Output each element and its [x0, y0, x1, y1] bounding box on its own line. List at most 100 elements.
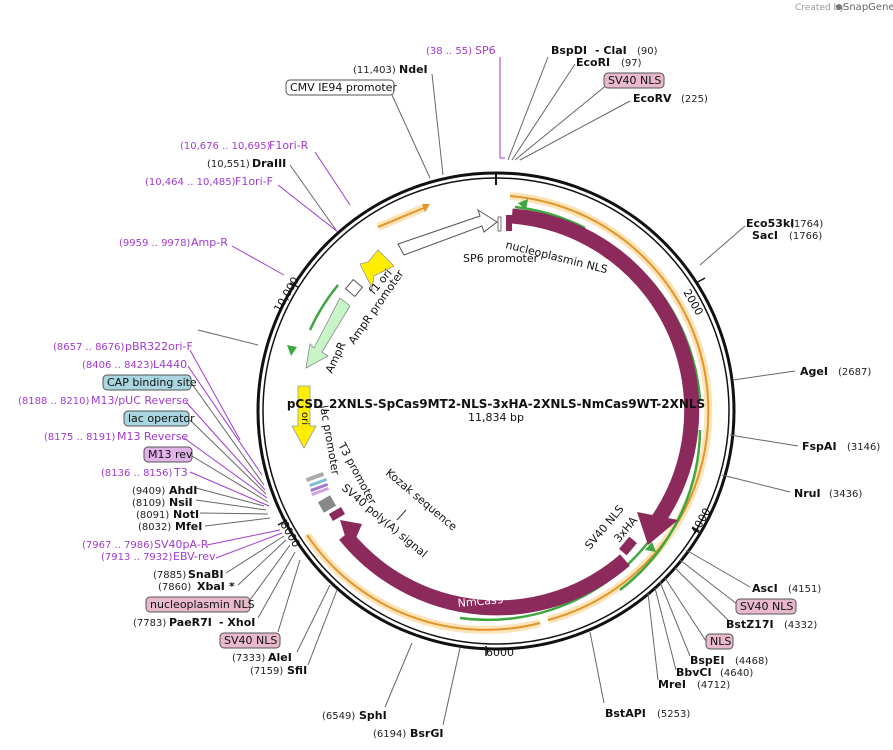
enzyme-nsii[interactable]: AhdI: [169, 484, 197, 497]
enzyme-xbai[interactable]: XbaI: [197, 580, 225, 593]
nls-segment-left: [328, 507, 346, 521]
leader-eco53ki: [699, 225, 746, 266]
leader-nls-right: [664, 577, 707, 642]
primer-f1ori-f-range: (10,464 .. 10,485): [145, 177, 236, 188]
box-cap[interactable]: [102, 374, 192, 391]
green-arrowhead-top: [518, 199, 528, 210]
f1-ori-arrow: [359, 249, 395, 290]
leader-bsrgi: [442, 647, 461, 726]
enzyme-bspei[interactable]: BspEI: [690, 654, 724, 667]
enzyme-mrei-pos: (4712): [697, 680, 730, 691]
box-nucleoplasmin[interactable]: [145, 596, 251, 613]
enzyme-bstz17i-pos: (4332): [784, 620, 817, 631]
leader-f1ori-f: [277, 184, 339, 233]
box-nls-right[interactable]: [705, 633, 734, 650]
enzyme-xhoi[interactable]: - XhoI: [219, 616, 255, 629]
enzyme-noti[interactable]: NsiI: [169, 496, 193, 509]
primer-m13rev-range: (8175 .. 8191): [44, 432, 116, 443]
leader-m13rev-box: [191, 455, 269, 503]
enzyme-mfei[interactable]: NotI: [173, 508, 199, 521]
enzyme-sfii[interactable]: SfiI: [287, 664, 307, 677]
enzyme-draiii[interactable]: DraIII: [252, 157, 286, 170]
enzyme-paer7i[interactable]: PaeR7I: [169, 616, 212, 629]
plasmid-length: 11,834 bp: [468, 411, 524, 424]
primer-sv40pa-r[interactable]: SV40pA-R: [154, 538, 209, 551]
enzyme-sfii-pos: (7159): [250, 666, 283, 677]
primer-sp6-range: (38 .. 55): [426, 46, 472, 57]
primer-amp-r-range: (9959 .. 9978): [119, 238, 191, 249]
cmv-orange-arrow: [377, 206, 427, 228]
leader-mfei: [199, 512, 269, 515]
primer-m13puc-range: (8188 .. 8210): [18, 396, 90, 407]
enzyme-mrei[interactable]: MreI: [658, 678, 686, 691]
enzyme-eco53ki[interactable]: Eco53kI: [746, 217, 794, 230]
enzyme-noti-pos: (8109): [132, 498, 165, 509]
primer-pbr322ori-f[interactable]: pBR322ori-F: [125, 340, 193, 353]
primer-f1ori-r[interactable]: F1ori-R: [269, 139, 309, 152]
nmcas9-arc: [339, 530, 630, 616]
enzyme-alei[interactable]: AleI: [268, 651, 292, 664]
tick-2000-mark: [695, 277, 706, 284]
enzyme-bsrgi[interactable]: BsrGI: [410, 727, 443, 740]
green-arrowhead-right: [645, 542, 656, 552]
leader-m13rev: [183, 437, 268, 499]
ori-label: ori: [299, 412, 310, 425]
leader-pbr322ori-f: [189, 349, 241, 441]
enzyme-sphi[interactable]: SphI: [359, 709, 387, 722]
primer-f1ori-f[interactable]: F1ori-F: [235, 175, 273, 188]
box-sv40nls-right-label: SV40 NLS: [740, 600, 793, 613]
primer-m13rev[interactable]: M13 Reverse: [117, 430, 188, 443]
enzyme-bstapi[interactable]: BstAPI: [605, 707, 646, 720]
leader-asci: [685, 549, 751, 588]
tick-8000-mark: [277, 519, 288, 526]
primer-amp-r[interactable]: Amp-R: [191, 236, 228, 249]
primer-t3[interactable]: T3: [173, 466, 188, 479]
box-m13rev[interactable]: [143, 446, 193, 463]
leader-bspdi: [507, 56, 549, 161]
leader-fspai: [729, 434, 799, 447]
enzyme-agei[interactable]: AgeI: [800, 365, 828, 378]
leader-alei: [296, 584, 331, 653]
box-lacop[interactable]: [123, 410, 190, 427]
enzyme-bbvci[interactable]: BbvCI: [676, 666, 712, 679]
kozak-leader: [396, 509, 407, 521]
enzyme-ecorv[interactable]: EcoRV: [633, 92, 672, 105]
leader-hpai: [204, 517, 271, 527]
ampr-label: AmpR: [323, 340, 349, 376]
enzyme-asci[interactable]: AscI: [752, 582, 778, 595]
enzyme-nsii-pos: (9409): [132, 486, 165, 497]
enzyme-ecori[interactable]: EcoRI: [576, 56, 610, 69]
cas9-arrowhead: [637, 512, 678, 545]
primer-l4440[interactable]: L4440: [153, 358, 187, 371]
enzyme-fspai[interactable]: FspAI: [802, 440, 837, 453]
leader-bstapi: [589, 631, 605, 704]
primer-ebv-rev[interactable]: EBV-rev: [173, 550, 216, 563]
box-sv40nls-bottom[interactable]: [219, 632, 281, 649]
enzyme-paer7i-pos: (7783): [133, 618, 166, 629]
box-sv40nls-top[interactable]: [603, 72, 665, 89]
leader-snabi: [225, 535, 285, 574]
m13-segment: [311, 486, 330, 496]
enzyme-bspdi[interactable]: BspDI: [551, 44, 587, 57]
enzyme-saci[interactable]: SacI: [752, 229, 778, 242]
enzyme-bstz17i[interactable]: BstZ17I: [726, 618, 774, 631]
sv40pa-box: [317, 495, 337, 513]
box-sv40nls-right[interactable]: [735, 598, 797, 615]
plasmid-name: pCSD_2XNLS-SpCas9MT2-NLS-3xHA-2XNLS-NmCa…: [287, 397, 705, 412]
credit-text: Created by: [795, 3, 845, 13]
primer-sp6[interactable]: SP6: [475, 44, 496, 57]
enzyme-nrui[interactable]: NruI: [794, 487, 821, 500]
cap-segment: [309, 477, 328, 487]
enzyme-hpai[interactable]: MfeI: [175, 520, 202, 533]
leader-draiii: [289, 164, 337, 231]
box-cmv[interactable]: [285, 79, 395, 96]
box-cmv-label: CMV IE94 promoter: [290, 81, 397, 94]
tick-4000-mark: [691, 527, 701, 534]
leader-m13puc: [185, 401, 266, 491]
enzyme-ndei[interactable]: NdeI: [399, 63, 428, 76]
leader-sv40nls-bottom: [277, 559, 301, 633]
leader-sv40nls-right: [679, 559, 738, 605]
primer-m13puc[interactable]: M13/pUC Reverse: [91, 394, 189, 407]
enzyme-clai[interactable]: - ClaI: [595, 44, 627, 57]
enzyme-snabi[interactable]: SnaBI: [188, 568, 224, 581]
